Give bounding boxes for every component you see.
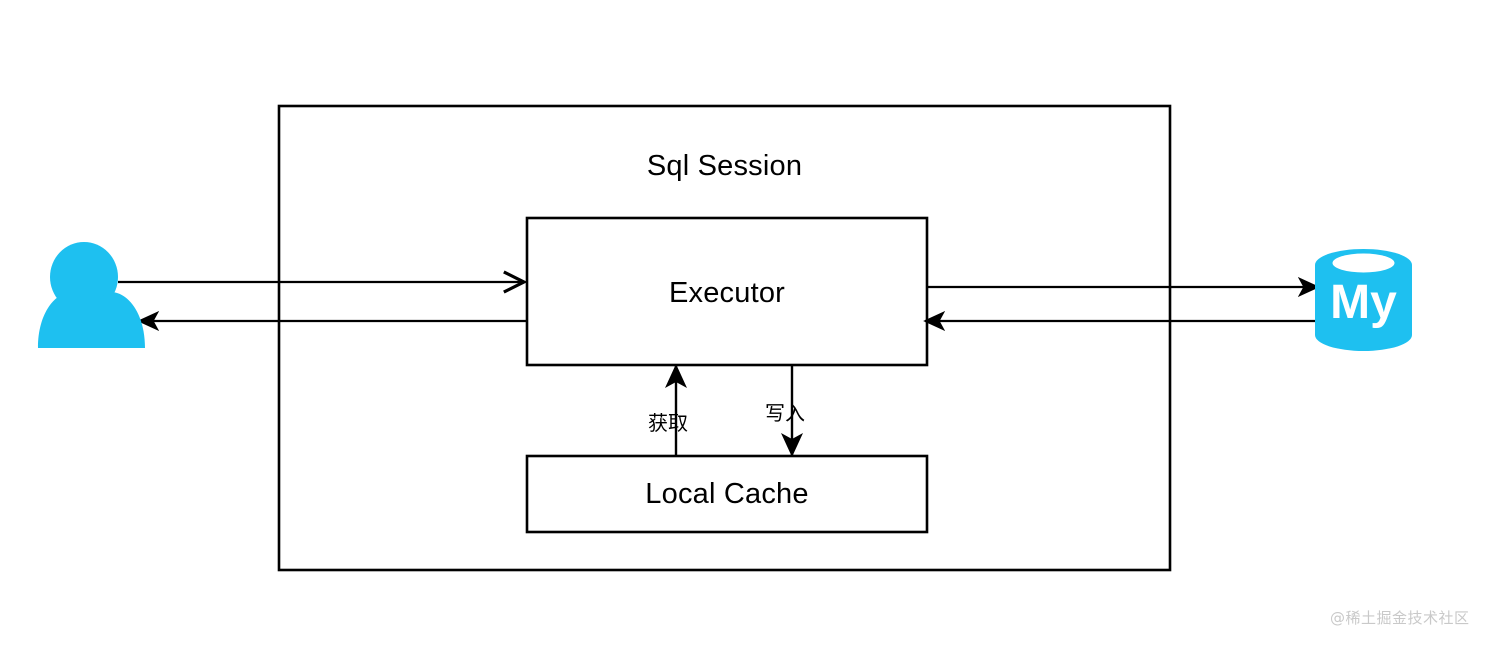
watermark: @稀土掘金技术社区: [1330, 609, 1470, 627]
database-icon: My: [1315, 249, 1412, 351]
executor-box: [525, 216, 929, 367]
user-icon: [38, 242, 145, 348]
local-cache-box: [525, 454, 929, 534]
database-icon-text: My: [1330, 276, 1397, 329]
sql-session-container: [277, 104, 1172, 572]
